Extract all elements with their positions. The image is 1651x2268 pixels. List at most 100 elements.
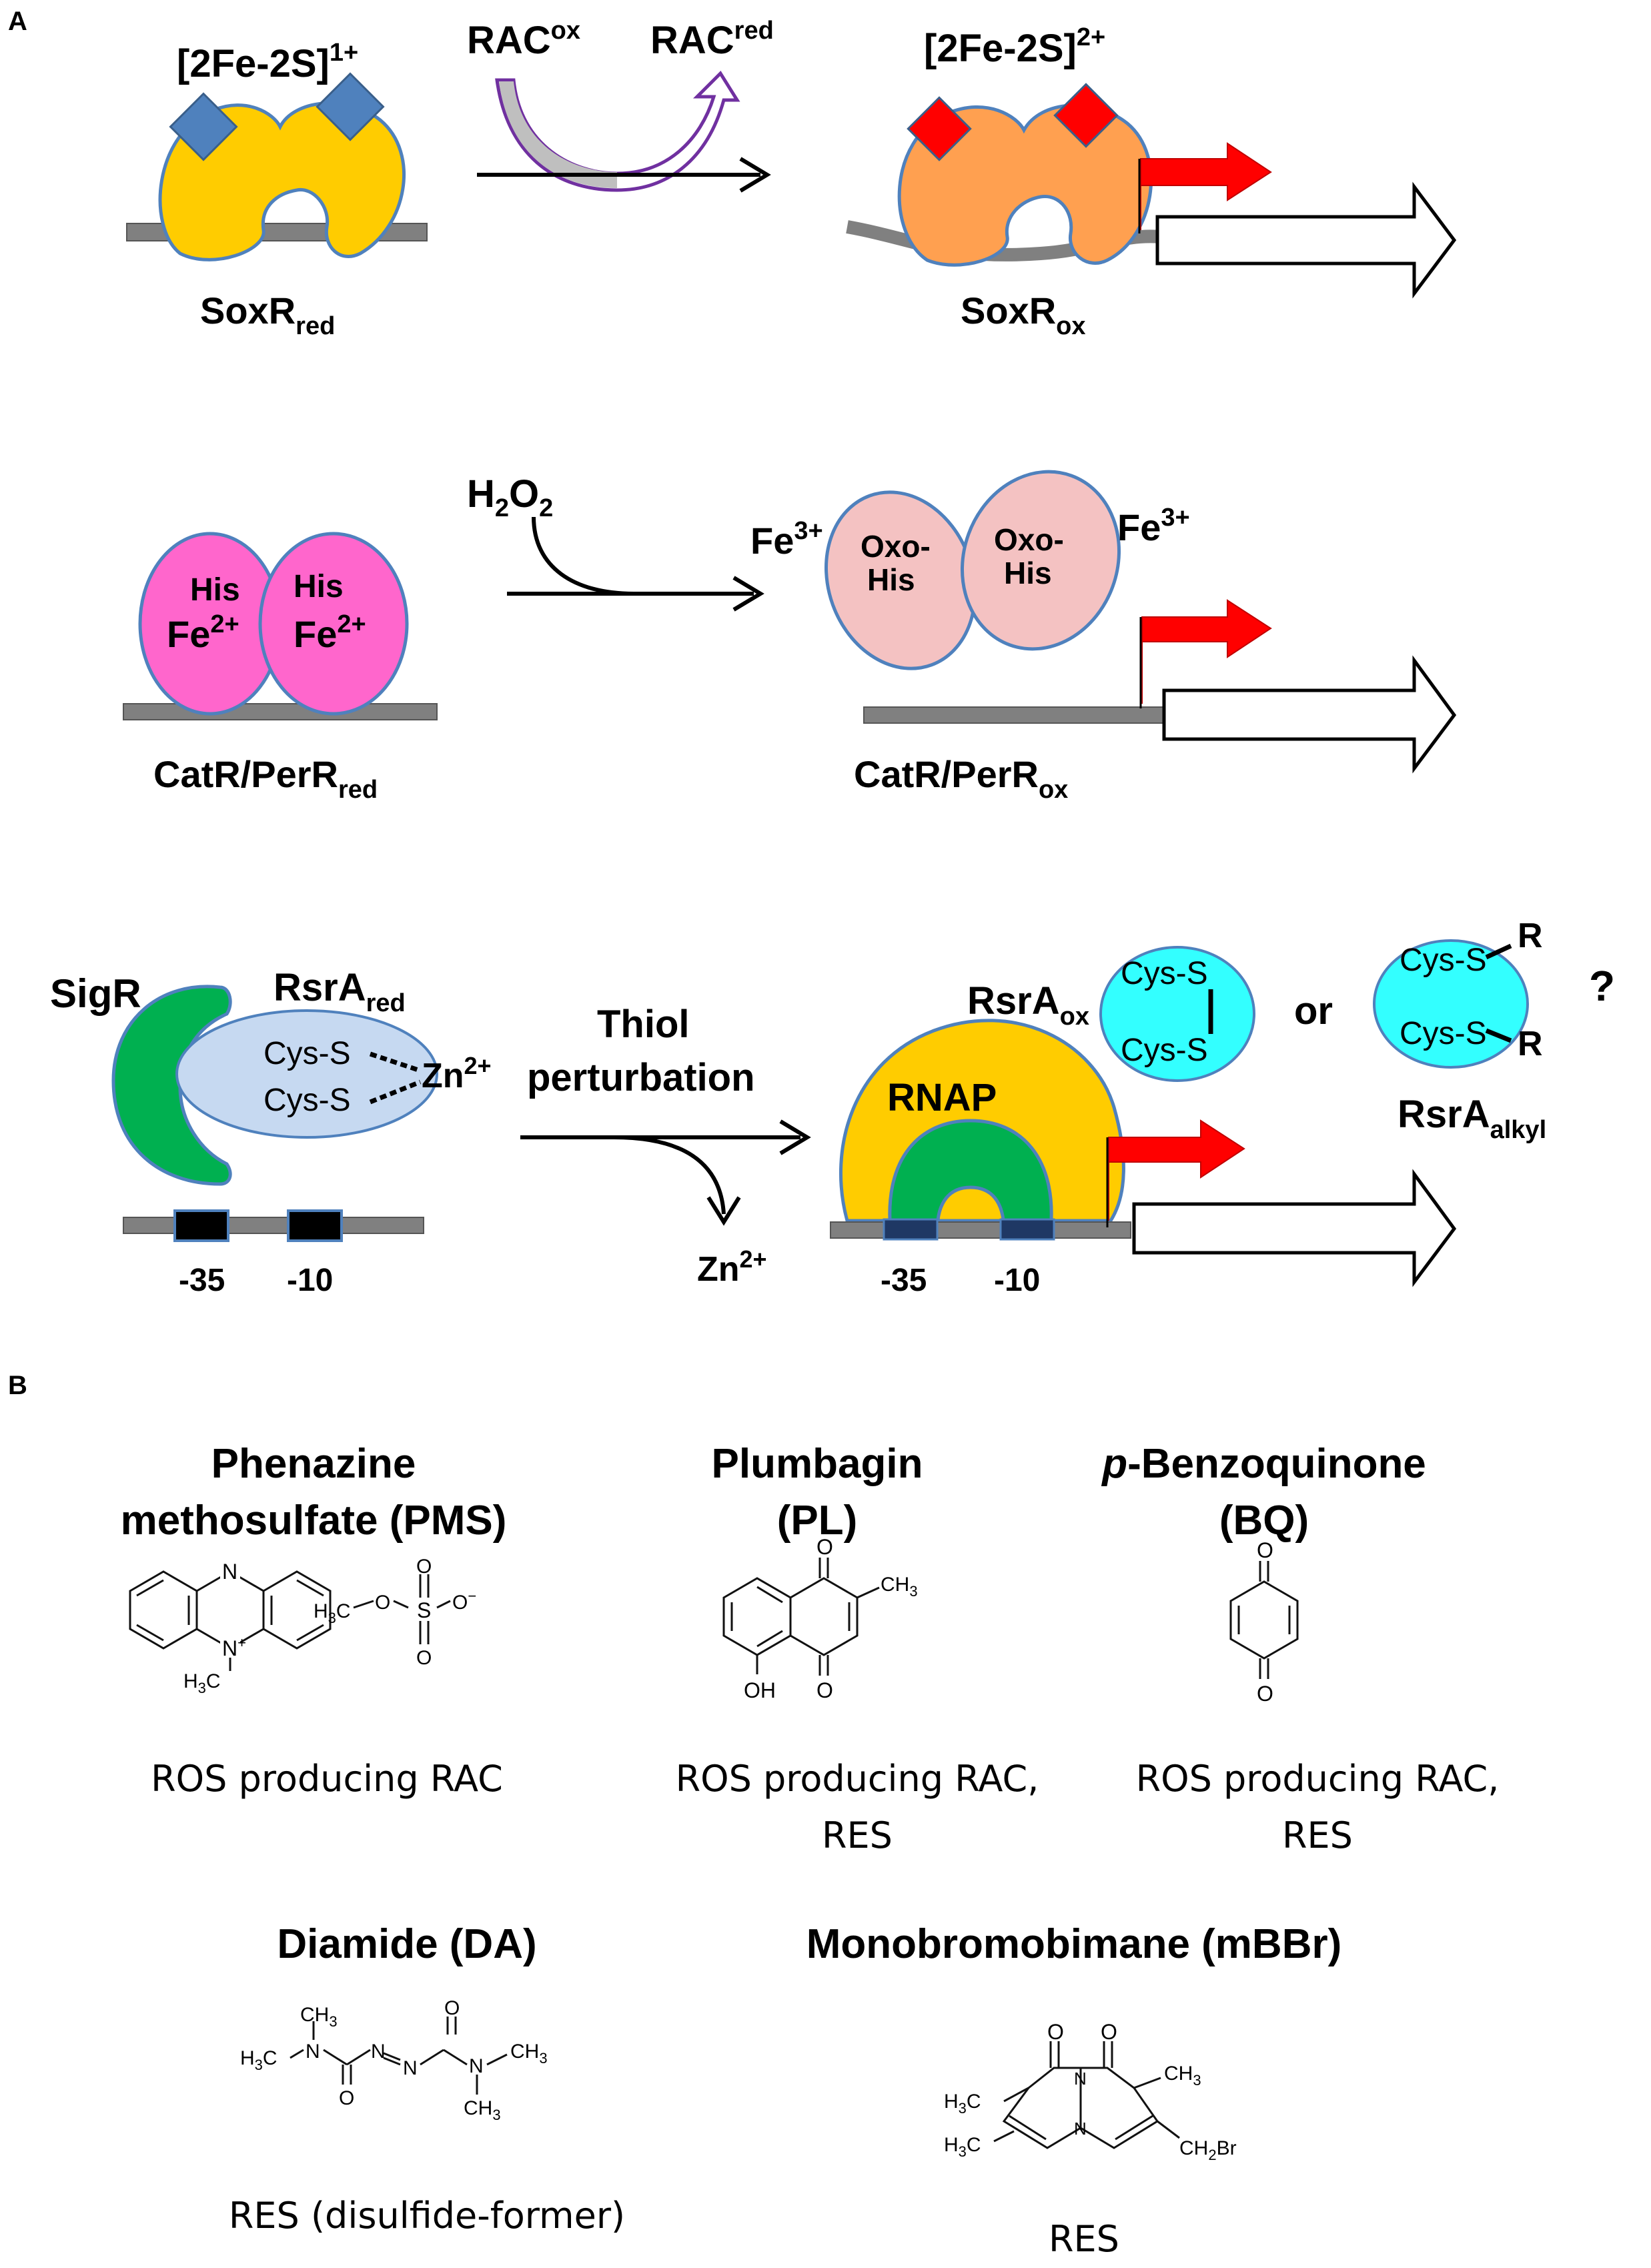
pms-atom-o-bottom: O [416,1647,432,1669]
minus10-label-left: -10 [287,1263,333,1298]
pms-n-mask [220,1561,240,1581]
promoter-box-35-right [883,1218,939,1241]
da-atom-n-3: N [403,2057,418,2079]
benzoquinone-compound: p-Benzoquinone (BQ) O O ROS producing RA… [1101,1441,1499,1856]
bq-title-line2: (BQ) [1219,1498,1309,1544]
da-atom-o-1: O [339,2087,354,2109]
mbbr-compound: Monobromobimane (mBBr) O O N N H3C CH3 H… [806,1921,1342,2260]
mbbr-atom-n-bottom: N [1074,2119,1087,2139]
bq-title-line1: p-Benzoquinone [1101,1441,1426,1487]
rsra-red-protein [175,1009,438,1139]
reaction-arrow-sigr-head [779,1119,811,1155]
zn-coordination-bottom [369,1079,422,1105]
pl-description-line2: RES [822,1814,893,1856]
promoter-box-35-left [173,1209,229,1242]
pms-atom-ch3: H3C [183,1670,221,1696]
pl-atom-o-top: O [816,1535,833,1559]
mbbr-atom-h3c-bottom: H3C [944,2134,981,2160]
pms-compound: Phenazine methosulfate (PMS) N N+ H3C H3… [121,1441,507,1800]
fe2-label-left: Fe2+ [167,610,239,655]
question-mark: ? [1589,962,1615,1010]
promoter-box-10-left [287,1209,343,1242]
rsra-ox-label: RsrAox [967,979,1089,1031]
pms-title-line2: methosulfate (PMS) [121,1498,507,1544]
dna-strand-sigr [123,1217,424,1234]
promoter-box-10-right [999,1218,1055,1241]
minus35-label-right: -35 [881,1263,927,1298]
pl-atom-oh: OH [744,1678,776,1702]
rsra-ox-cys-top: Cys-S [1121,956,1208,991]
rsra-alkyl-cys-bottom: Cys-S [1400,1016,1487,1051]
zn-release-head [706,1196,741,1226]
pl-atom-ch3: CH3 [881,1574,918,1600]
zn-label-bound: Zn2+ [422,1052,492,1095]
h2o2-curve [532,516,634,596]
rsra-alkyl-label: RsrAalkyl [1398,1093,1546,1144]
perr-ox-label: CatR/PerRox [854,753,1068,804]
mbbr-atom-ch2br: CH2Br [1179,2137,1237,2163]
gene-arrow-perr [1162,655,1457,774]
pms-atom-n-top: N [222,1560,237,1584]
fe3-label-right: Fe3+ [1117,504,1190,548]
pl-description-line1: ROS producing RAC, [676,1758,1039,1800]
bq-atom-o-top: O [1257,1538,1273,1562]
zn-coordination-top [369,1051,422,1073]
pl-atom-o-bottom: O [816,1678,833,1702]
oxo-label-left: Oxo- [861,529,931,564]
oxo-label-right: Oxo- [994,522,1064,557]
da-structure [290,2017,508,2095]
da-atom-n-2: N [371,2041,386,2063]
cys-s-label-bottom: Cys-S [263,1083,351,1118]
bq-description-line1: ROS producing RAC, [1136,1758,1500,1800]
dna-strand-perr-red [123,703,438,720]
rsra-alkyl-protein [1373,939,1529,1069]
zn-release-curve [613,1135,726,1215]
promoter-arrow-sigr [1108,1119,1245,1221]
soxr-red-label: SoxRred [200,290,335,340]
gene-arrow-soxr [1155,181,1457,299]
cluster-ox-label: [2Fe-2S]2+ [924,23,1105,70]
thiol-label: Thiol [597,1003,690,1046]
pms-structure [129,1570,451,1671]
bq-atom-o-bottom: O [1257,1682,1273,1706]
fe-s-cluster-left [169,92,238,161]
fe2-label-right: Fe2+ [294,610,366,655]
rsra-ox-cys-bottom: Cys-S [1121,1033,1208,1068]
da-atom-n-4: N [469,2055,484,2077]
h2o2-label: H2O2 [467,472,553,522]
mbbr-atom-ch3-right: CH3 [1164,2063,1201,2089]
alkyl-bond-bottom [1485,1028,1512,1043]
rac-red-label: RACred [650,17,774,62]
or-label: or [1294,989,1333,1033]
da-title: Diamide (DA) [277,1921,536,1967]
perr-ox-monomer-right [960,470,1121,651]
cys-s-label-top: Cys-S [263,1036,351,1071]
perr-row: His Fe2+ His Fe2+ CatR/PerRred H2O2 Oxo-… [123,470,1457,804]
soxr-ox-label: SoxRox [961,290,1086,340]
mbbr-title: Monobromobimane (mBBr) [806,1921,1342,1967]
gene-arrow-sigr [1132,1169,1457,1287]
perr-red-monomer-right [258,532,409,716]
sigr-protein [111,985,232,1186]
oxo-his-label-right: His [1004,556,1052,590]
rsra-ox-protein [1099,946,1255,1082]
soxr-row: [2Fe-2S]1+ SoxRred RACox RACred [2Fe-2S]… [126,17,1457,340]
pms-atom-o-left: O [375,1592,390,1614]
rsra-red-label: RsrAred [273,966,406,1017]
alkyl-r-top: R [1518,917,1543,955]
da-atom-o-2: O [444,1997,460,2019]
zn-label-released: Zn2+ [697,1245,767,1289]
sigr-row: SigR RsrAred Cys-S Cys-S Zn2+ -35 -10 Th… [50,917,1615,1298]
rsra-alkyl-cys-top: Cys-S [1400,943,1487,978]
pms-atom-s: S [417,1598,431,1622]
pms-atom-n-bottom: N+ [222,1634,246,1660]
cluster-red-label: [2Fe-2S]1+ [177,39,358,85]
mbbr-atom-n-top: N [1074,2069,1087,2089]
rac-arc-grey-fill [499,81,617,188]
promoter-arrow-soxr [1140,142,1272,230]
rac-ox-label: RACox [467,17,580,62]
pms-n-plus-mask [220,1638,240,1658]
perturbation-label: perturbation [527,1056,755,1099]
promoter-arrow-perr [1141,599,1272,704]
